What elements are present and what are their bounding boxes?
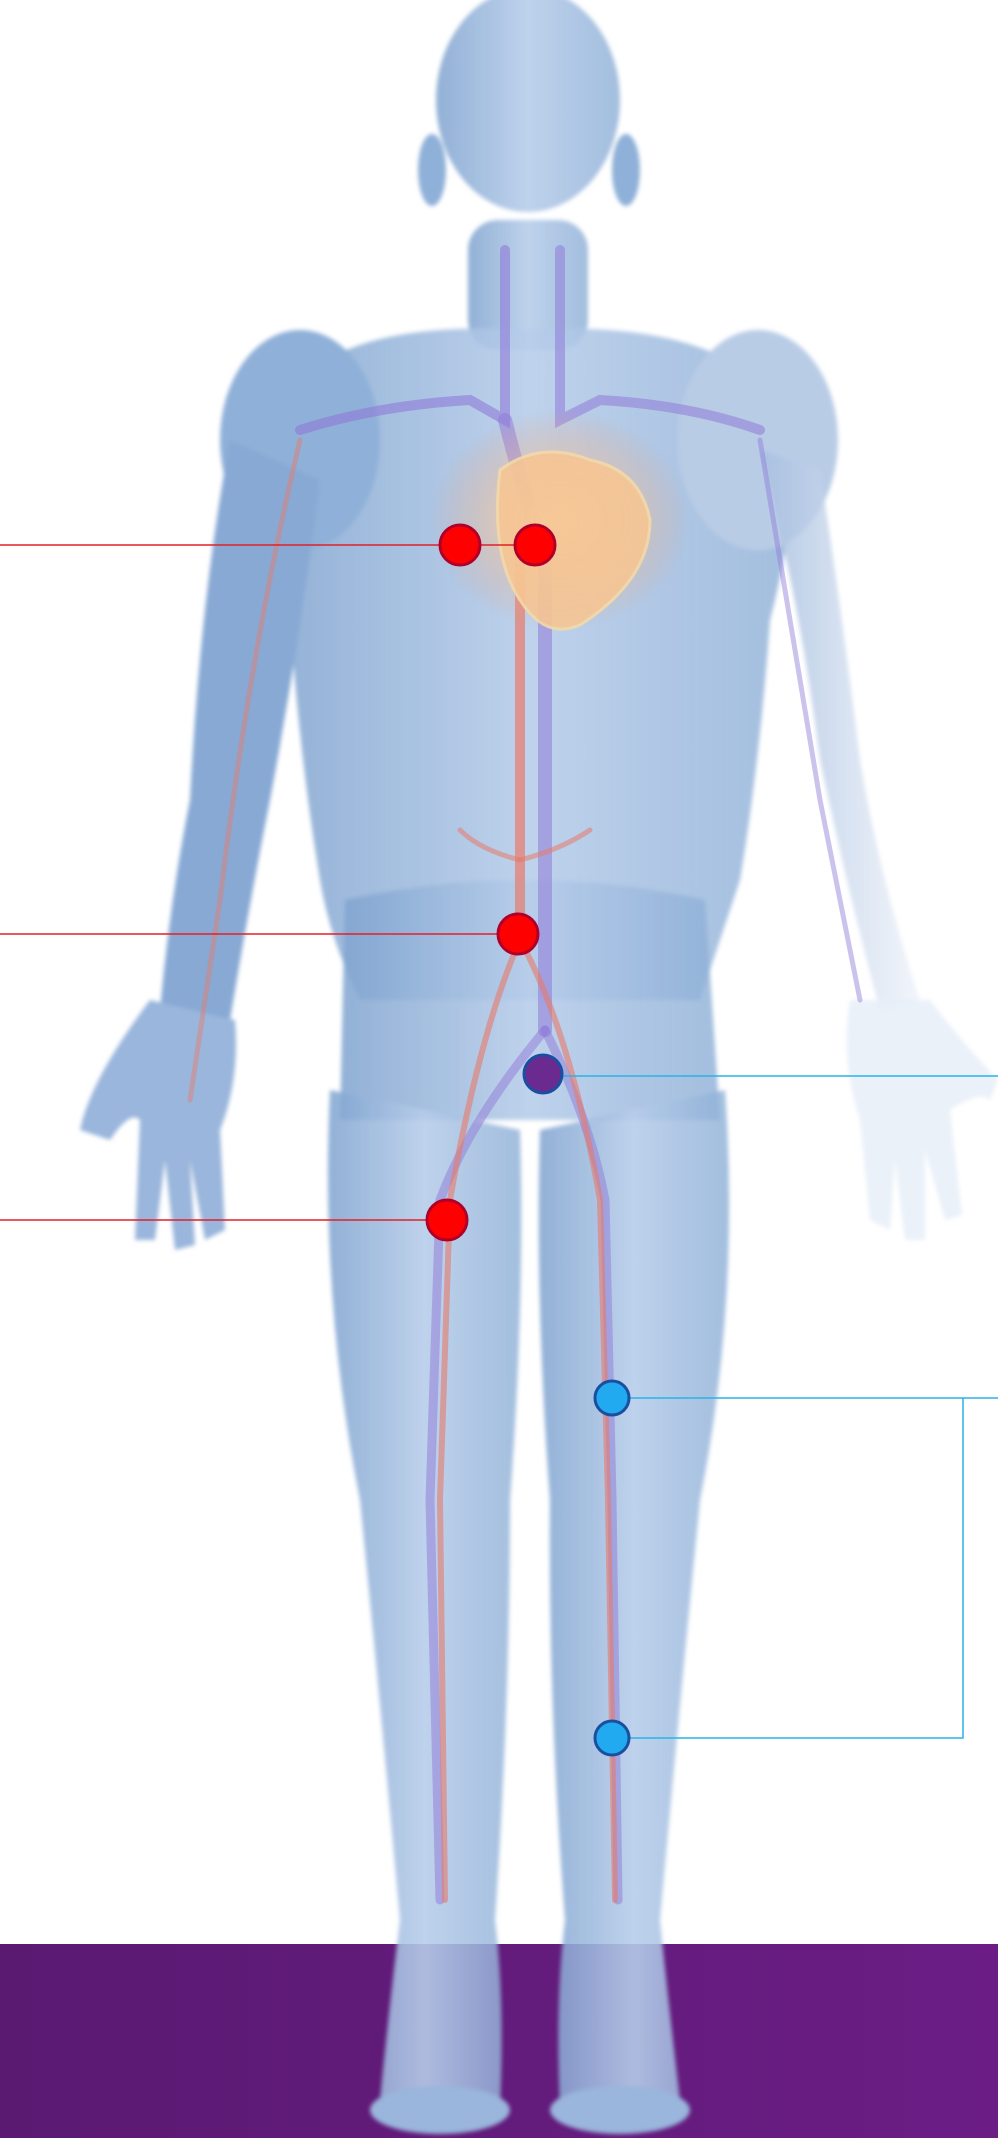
marker-heart-right	[515, 525, 555, 565]
marker-heart-left	[440, 525, 480, 565]
marker-popliteal-lower	[595, 1721, 629, 1755]
marker-iliac-bifurcation	[524, 1055, 562, 1093]
heart	[430, 410, 690, 630]
marker-abdominal-aorta	[498, 914, 538, 954]
marker-popliteal-upper	[595, 1381, 629, 1415]
marker-femoral	[427, 1200, 467, 1240]
